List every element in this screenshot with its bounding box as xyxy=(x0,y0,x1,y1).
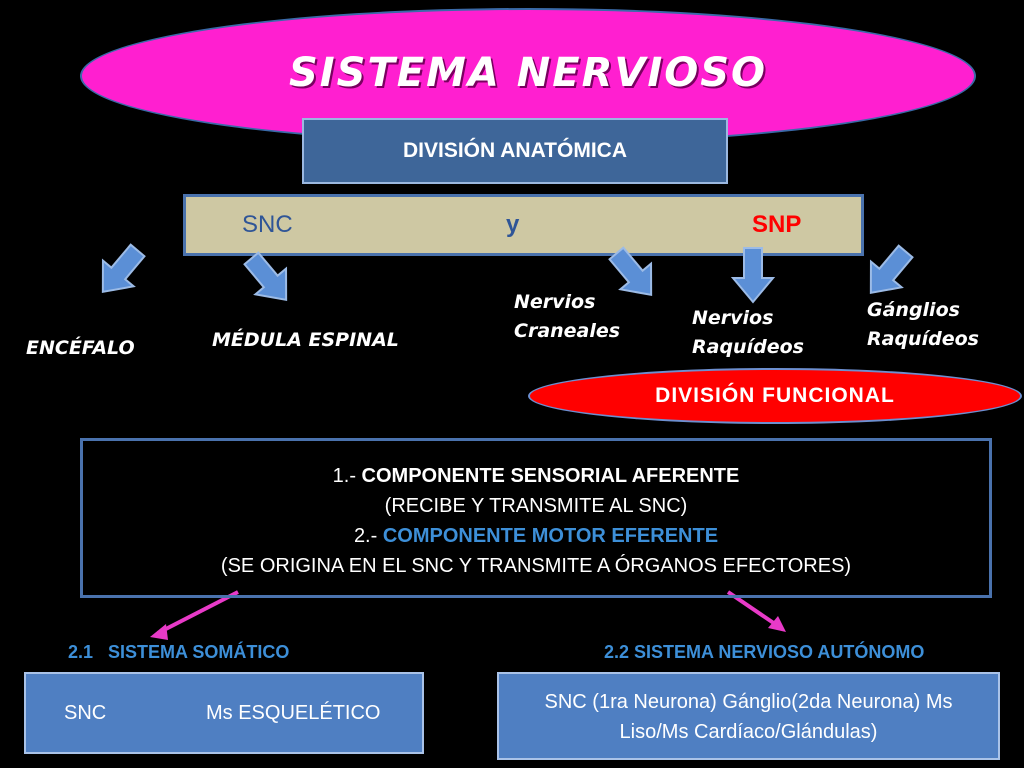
component-2-desc: (SE ORIGINA EN EL SNC Y TRANSMITE A ÓRGA… xyxy=(220,555,852,577)
functional-division-ellipse: DIVISIÓN FUNCIONAL xyxy=(528,368,1022,424)
component-1-name: COMPONENTE SENSORIAL AFERENTE xyxy=(361,465,740,487)
autonomic-line-1: SNC (1ra Neurona) Gánglio(2da Neurona) M… xyxy=(544,691,953,713)
conjunction-label: y xyxy=(506,211,520,238)
arrow-medula-icon xyxy=(235,244,303,314)
encefalo-label: ENCÉFALO xyxy=(26,337,135,359)
arrow-somatic-head-icon xyxy=(150,624,168,640)
ganglios-raquideos-label: Gánglios Raquídeos xyxy=(867,299,979,351)
snp-label: SNP xyxy=(752,211,802,238)
arrow-raquideos-icon xyxy=(732,247,774,303)
autonomic-system-box: SNC (1ra Neurona) Gánglio(2da Neurona) M… xyxy=(497,672,1000,760)
snc-label: SNC xyxy=(242,211,293,238)
arrow-autonomic-head-icon xyxy=(768,616,786,632)
snc-snp-bar: SNC y SNP xyxy=(183,194,864,256)
nervios-raquideos-label: Nervios Raquídeos xyxy=(692,307,804,359)
component-1-desc: (RECIBE Y TRANSMITE AL SNC) xyxy=(384,495,688,517)
component-1: 1.- COMPONENTE SENSORIAL AFERENTE xyxy=(332,465,740,487)
somatic-to-label: Ms ESQUELÉTICO xyxy=(206,702,381,724)
nervios-craneales-label: Nervios Craneales xyxy=(514,291,621,343)
autonomic-line-2: Liso/Ms Cardíaco/Glándulas) xyxy=(619,721,878,743)
arrow-somatic-icon xyxy=(157,590,239,635)
anatomic-division-label: DIVISIÓN ANATÓMICA xyxy=(403,139,627,162)
somatic-system-box: SNC Ms ESQUELÉTICO xyxy=(24,672,424,754)
somatic-from-label: SNC xyxy=(64,702,107,724)
component-2-name: COMPONENTE MOTOR EFERENTE xyxy=(382,525,719,547)
component-2: 2.- COMPONENTE MOTOR EFERENTE xyxy=(353,525,719,547)
anatomic-division-box: DIVISIÓN ANATÓMICA xyxy=(302,118,728,184)
components-box: 1.- COMPONENTE SENSORIAL AFERENTE (RECIB… xyxy=(80,438,992,598)
medula-label: MÉDULA ESPINAL xyxy=(212,329,399,351)
functional-division-label: DIVISIÓN FUNCIONAL xyxy=(655,384,895,407)
page-title: SISTEMA NERVIOSO xyxy=(288,50,768,96)
autonomic-system-title: 2.2 SISTEMA NERVIOSO AUTÓNOMO xyxy=(604,642,925,662)
arrow-encefalo-icon xyxy=(86,236,154,306)
somatic-system-title: 2.1 SISTEMA SOMÁTICO xyxy=(68,642,290,662)
